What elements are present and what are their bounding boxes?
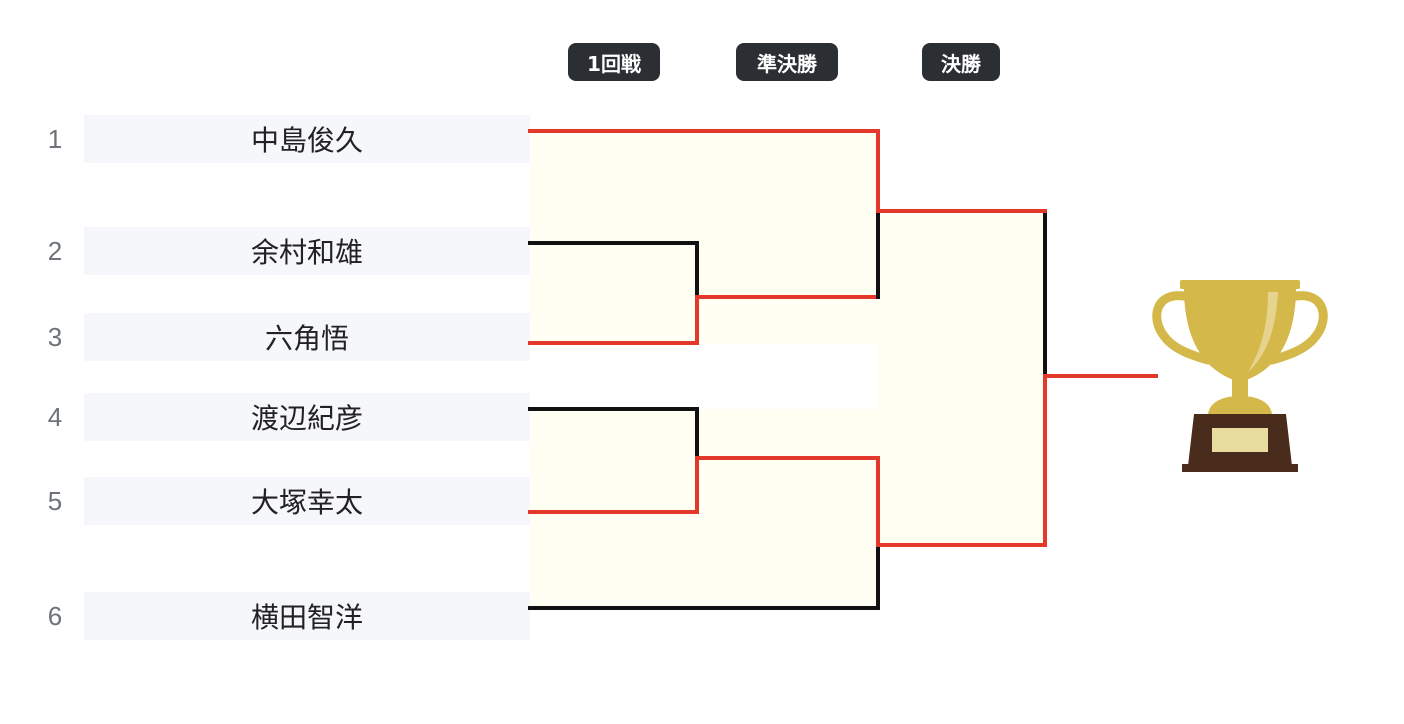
bracket-line-player-4 bbox=[528, 407, 699, 460]
trophy-icon bbox=[1152, 280, 1328, 472]
seed-number: 2 bbox=[47, 235, 63, 266]
bracket-line-semi2-upper bbox=[695, 456, 880, 547]
bracket-line-player-1 bbox=[528, 129, 880, 213]
player-name: 六角悟 bbox=[84, 313, 530, 361]
seed-number: 1 bbox=[47, 123, 63, 154]
round-label-1: 1回戦 bbox=[568, 43, 660, 81]
bracket-line-player-2 bbox=[528, 241, 699, 299]
bracket-line-player-3 bbox=[528, 295, 699, 345]
bracket-fills bbox=[530, 131, 1045, 608]
bracket-fill-match-1 bbox=[530, 131, 878, 344]
round-label-semifinal: 準決勝 bbox=[736, 43, 838, 81]
bracket-line-player-6 bbox=[528, 543, 880, 610]
round-label-final: 決勝 bbox=[922, 43, 1000, 81]
bracket-line-final-lower bbox=[876, 374, 1047, 547]
bracket-fill-final bbox=[878, 211, 1045, 545]
seed-number: 3 bbox=[47, 321, 63, 352]
bracket-line-player-5 bbox=[528, 456, 699, 514]
seed-number: 6 bbox=[47, 600, 63, 631]
bracket-fill-match-2 bbox=[530, 409, 878, 608]
player-name: 横田智洋 bbox=[84, 592, 530, 640]
player-name: 余村和雄 bbox=[84, 227, 530, 275]
seed-number: 4 bbox=[47, 401, 63, 432]
player-name: 渡辺紀彦 bbox=[84, 393, 530, 441]
seed-number: 5 bbox=[47, 485, 63, 516]
player-name: 大塚幸太 bbox=[84, 477, 530, 525]
player-name: 中島俊久 bbox=[84, 115, 530, 163]
